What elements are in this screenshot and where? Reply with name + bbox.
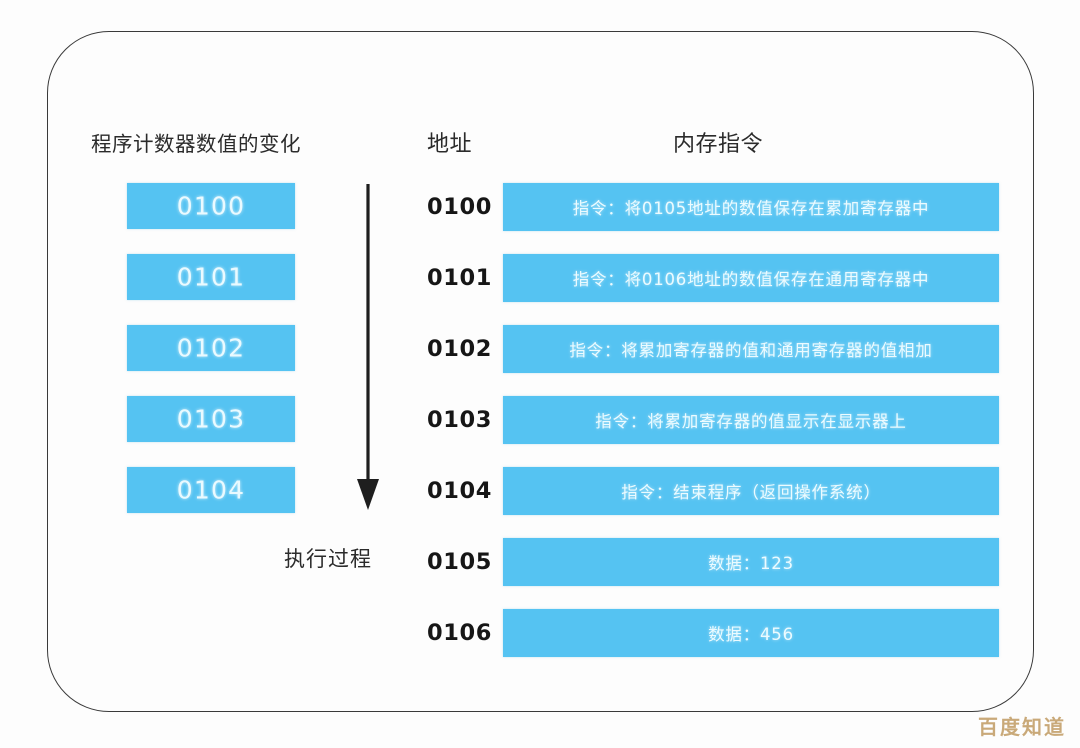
- program-counter-box: 0102: [127, 325, 295, 371]
- memory-cell-text: 指令：结束程序（返回操作系统）: [621, 483, 881, 502]
- address-header: 地址: [427, 132, 473, 157]
- program-counter-value: 0102: [176, 333, 246, 363]
- memory-address: 0106: [427, 620, 493, 646]
- memory-cell-text: 数据：456: [708, 625, 794, 644]
- program-counter-box: 0103: [127, 396, 295, 442]
- program-counter-box: 0100: [127, 183, 295, 229]
- program-counter-box: 0101: [127, 254, 295, 300]
- memory-address: 0101: [427, 265, 493, 291]
- memory-cell: 数据：123: [503, 538, 999, 586]
- memory-address: 0102: [427, 336, 493, 362]
- memory-row: 0106 数据：456: [427, 609, 1002, 657]
- memory-row: 0104 指令：结束程序（返回操作系统）: [427, 467, 1002, 515]
- memory-row: 0105 数据：123: [427, 538, 1002, 586]
- memory-row: 0103 指令：将累加寄存器的值显示在显示器上: [427, 396, 1002, 444]
- execution-process-label: 执行过程: [284, 547, 372, 571]
- program-counter-value: 0104: [176, 475, 246, 505]
- memory-row: 0100 指令：将0105地址的数值保存在累加寄存器中: [427, 183, 1002, 231]
- watermark: 百度知道: [978, 715, 1066, 739]
- program-counter-column: 0100 0101 0102 0103 0104: [127, 183, 295, 513]
- memory-table: 0100 指令：将0105地址的数值保存在累加寄存器中 0101 指令：将010…: [427, 183, 1002, 657]
- memory-cell: 指令：将累加寄存器的值和通用寄存器的值相加: [503, 325, 999, 373]
- memory-cell: 指令：将0105地址的数值保存在累加寄存器中: [503, 183, 999, 231]
- memory-cell: 指令：结束程序（返回操作系统）: [503, 467, 999, 515]
- memory-cell: 数据：456: [503, 609, 999, 657]
- memory-address: 0104: [427, 478, 493, 504]
- memory-address: 0105: [427, 549, 493, 575]
- memory-row: 0101 指令：将0106地址的数值保存在通用寄存器中: [427, 254, 1002, 302]
- memory-cell: 指令：将0106地址的数值保存在通用寄存器中: [503, 254, 999, 302]
- memory-cell-text: 指令：将累加寄存器的值和通用寄存器的值相加: [569, 341, 933, 360]
- memory-address: 0103: [427, 407, 493, 433]
- memory-cell-text: 指令：将0105地址的数值保存在累加寄存器中: [572, 199, 930, 218]
- memory-instruction-header: 内存指令: [673, 132, 764, 157]
- program-counter-value: 0103: [176, 404, 246, 434]
- program-counter-header: 程序计数器数值的变化: [91, 132, 301, 156]
- program-counter-value: 0101: [176, 262, 246, 292]
- memory-cell-text: 指令：将0106地址的数值保存在通用寄存器中: [572, 270, 930, 289]
- memory-row: 0102 指令：将累加寄存器的值和通用寄存器的值相加: [427, 325, 1002, 373]
- program-counter-box: 0104: [127, 467, 295, 513]
- memory-cell: 指令：将累加寄存器的值显示在显示器上: [503, 396, 999, 444]
- memory-cell-text: 指令：将累加寄存器的值显示在显示器上: [595, 412, 907, 431]
- memory-address: 0100: [427, 194, 493, 220]
- memory-cell-text: 数据：123: [708, 554, 794, 573]
- program-counter-value: 0100: [176, 191, 246, 221]
